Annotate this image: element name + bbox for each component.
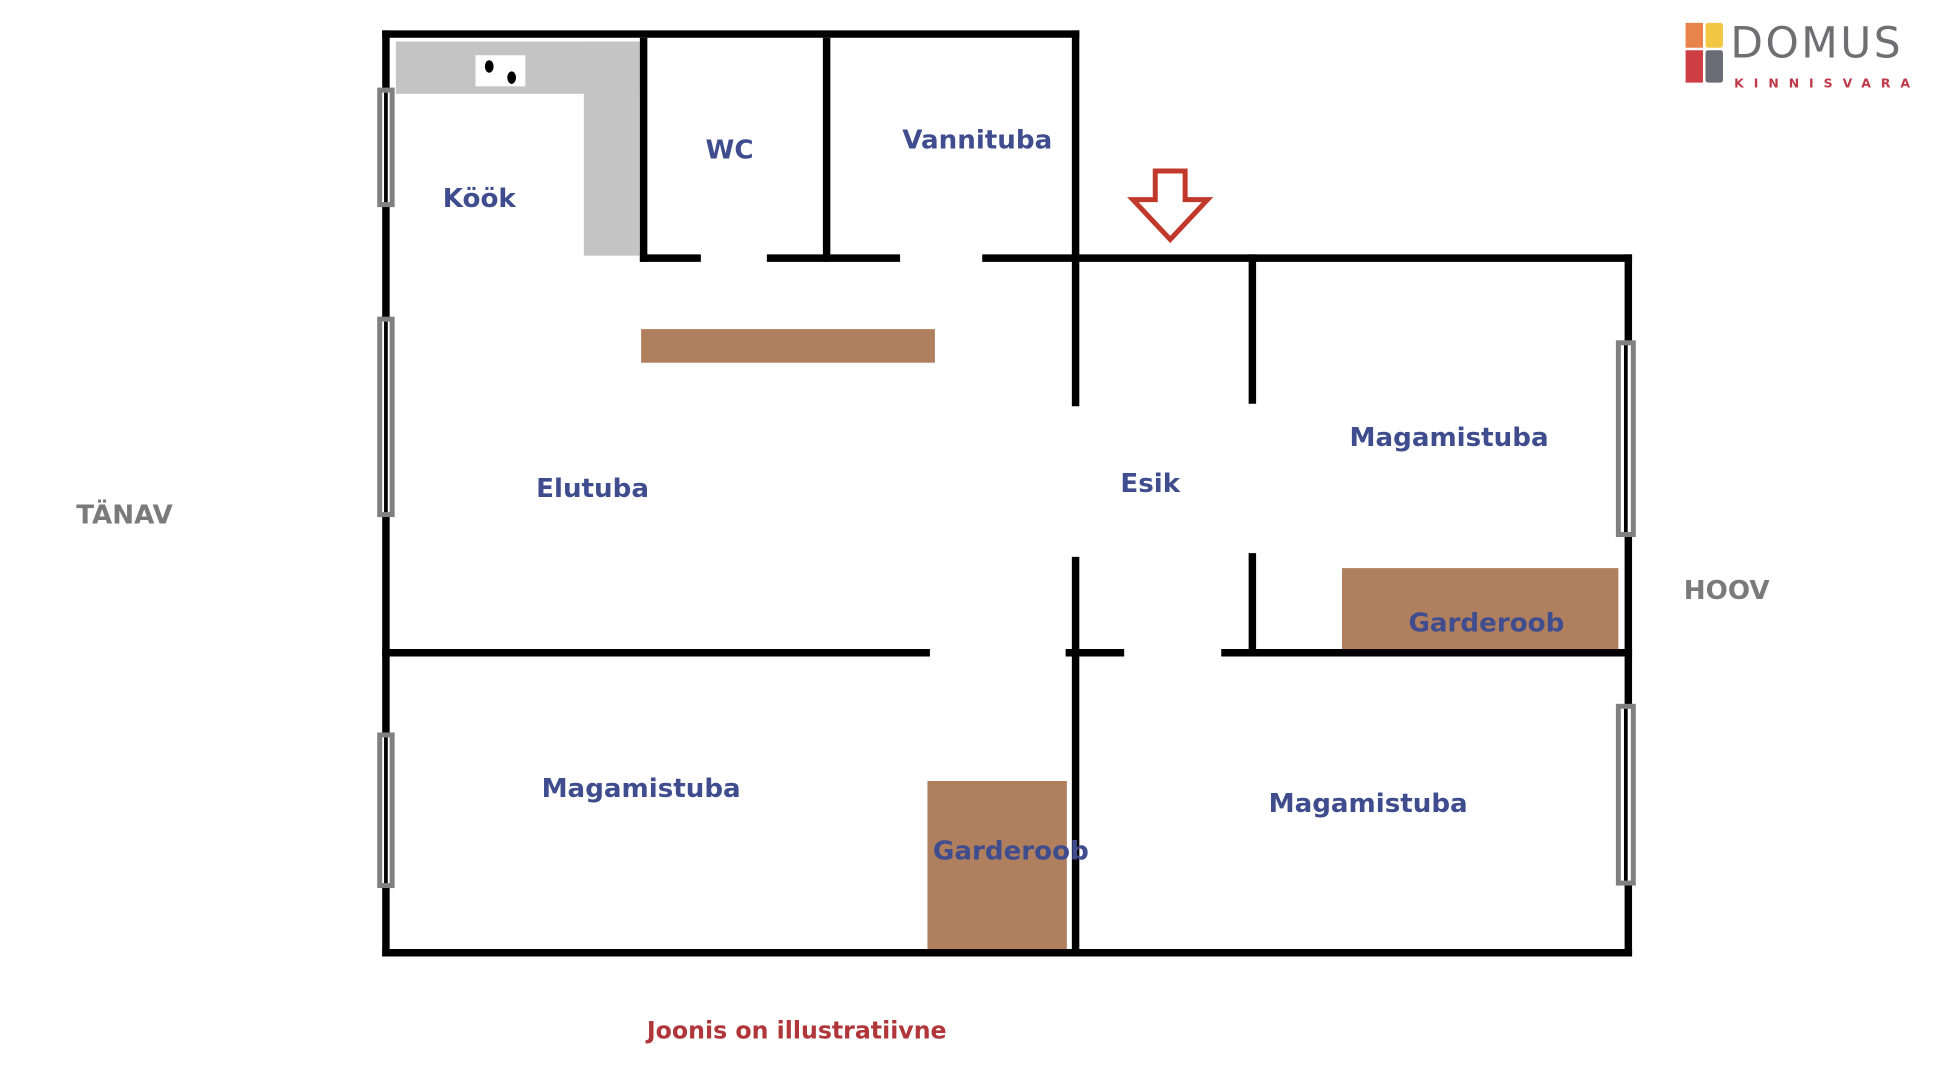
label-kitchen: Köök [443,184,517,214]
stove-icon [475,55,526,87]
label-bedroom-upper-right: Magamistuba [1350,423,1549,453]
kitchen-counter [395,41,640,256]
wardrobe-right [1342,568,1619,651]
entrance-arrow-icon [1127,168,1214,244]
label-wardrobe-right: Garderoob [1408,609,1564,639]
label-wardrobe-lower: Garderoob [933,836,1089,866]
living-room-furniture [641,329,935,363]
windows [377,87,1636,889]
domus-logo: DOMUS KINNISVARA [1685,19,1920,91]
label-hall: Esik [1120,469,1180,499]
disclaimer-note: Joonis on illustratiivne [645,1017,947,1045]
label-bedroom-lower-left: Magamistuba [542,774,741,804]
wardrobe-lower [927,781,1067,950]
label-yard: HOOV [1684,576,1771,606]
label-bathroom: Vannituba [902,126,1052,156]
label-street: TÄNAV [76,498,173,530]
label-wc: WC [706,136,754,166]
logo-subtitle: KINNISVARA [1734,76,1920,91]
logo-brand: DOMUS [1730,19,1903,68]
label-living-room: Elutuba [536,474,649,504]
label-bedroom-lower-right: Magamistuba [1269,789,1468,819]
